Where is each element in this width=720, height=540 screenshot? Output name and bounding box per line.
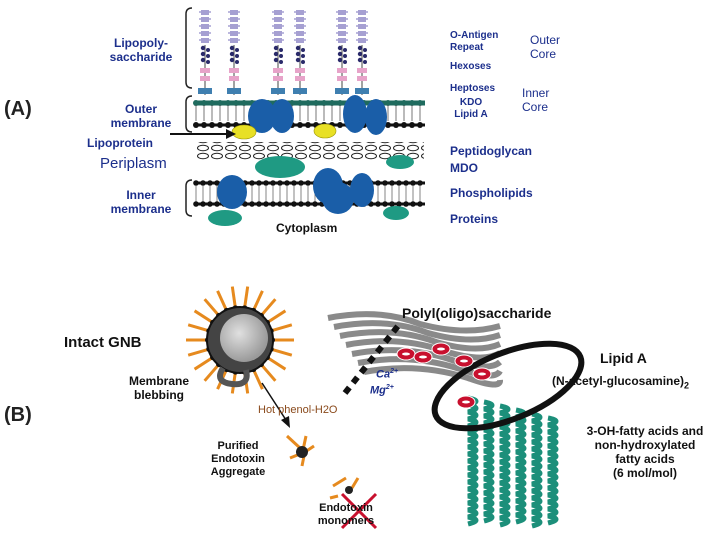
phosphate-rings <box>396 342 492 409</box>
hexoses-label: Hexoses <box>450 61 492 72</box>
glucosamine-label: (N-acetyl-glucosamine)2 <box>552 374 690 391</box>
lipid-a-ring <box>431 340 585 432</box>
phospholipids-label: Phospholipids <box>450 186 533 200</box>
magnesium-label: Mg2+ <box>370 384 394 397</box>
hot-phenol-label: Hot phenol-H2O <box>258 404 338 416</box>
endotoxin-monomers-label: Endotoxin monomers <box>317 502 375 527</box>
outer-core-label: Outer Core <box>530 33 561 61</box>
fatty-acid-helices <box>467 395 559 529</box>
intact-gnb-cell <box>186 286 294 394</box>
periplasmic-proteins <box>255 155 414 178</box>
endotoxin-monomers <box>329 476 378 530</box>
purified-aggregate <box>285 434 315 467</box>
inner-core-label: Inner Core <box>522 86 550 114</box>
lps-chains <box>198 10 369 95</box>
outer-membrane <box>193 100 425 128</box>
panel-a-brackets <box>185 7 193 217</box>
inner-membrane-label: Inner membrane <box>110 188 172 216</box>
peptidoglycan-label: Peptidoglycan <box>450 144 533 158</box>
periplasm-label: Periplasm <box>100 155 167 172</box>
mdo-label: MDO <box>450 161 478 175</box>
lipid-a-label: Lipid A <box>600 350 647 366</box>
cation-binding-dashed-line <box>342 324 401 395</box>
lps-label: Lipopoly- saccharide <box>109 36 173 64</box>
membrane-blebbing-label: Membrane blebbing <box>128 374 190 402</box>
outer-membrane-label: Outer membrane <box>110 102 172 130</box>
purified-aggregate-label: Purified Endotoxin Aggregate <box>210 440 266 478</box>
peptidoglycan-layer <box>196 142 424 160</box>
proteins-label: Proteins <box>450 212 499 226</box>
polysaccharide-coils <box>327 311 503 388</box>
hot-phenol-arrow <box>261 382 290 428</box>
kdo-lipid-a-label: KDO Lipid A <box>454 97 488 120</box>
o-antigen-label: O-Antigen Repeat <box>450 30 499 53</box>
fatty-acids-label: 3-OH-fatty acids and non-hydroxylated fa… <box>586 424 704 480</box>
intact-gnb-label: Intact GNB <box>64 334 142 351</box>
panel-a-label: (A) <box>4 98 32 120</box>
lipoprotein-arrow <box>170 129 236 139</box>
calcium-label: Ca2+ <box>376 368 399 381</box>
inner-membrane-proteins <box>208 168 409 226</box>
panel-b-label: (B) <box>4 404 32 426</box>
heptoses-label: Heptoses <box>450 83 496 94</box>
lipoprotein-label: Lipoprotein <box>87 136 153 150</box>
cytoplasm-label: Cytoplasm <box>276 221 338 235</box>
outer-membrane-proteins <box>248 95 387 135</box>
polysaccharide-label: Polyl(oligo)saccharide <box>402 305 552 321</box>
